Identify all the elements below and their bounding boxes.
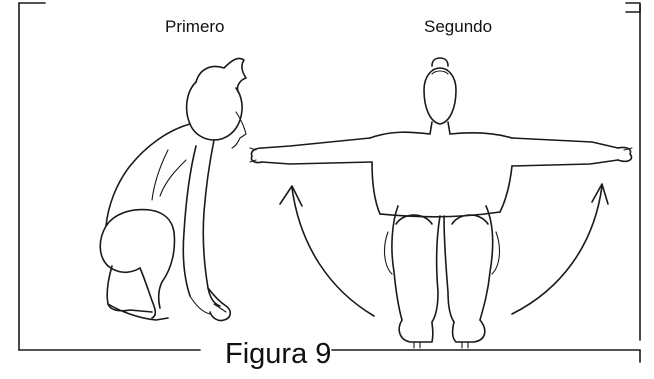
first-step-label: Primero (165, 17, 225, 36)
right-motion-arrow (511, 183, 609, 315)
crouching-figure (99, 57, 247, 322)
seated-figure (249, 57, 633, 349)
figure-border (18, 2, 641, 363)
left-motion-arrow (279, 185, 375, 317)
second-step-label: Segundo (424, 17, 493, 36)
figure-caption: Figura 9 (225, 338, 332, 370)
